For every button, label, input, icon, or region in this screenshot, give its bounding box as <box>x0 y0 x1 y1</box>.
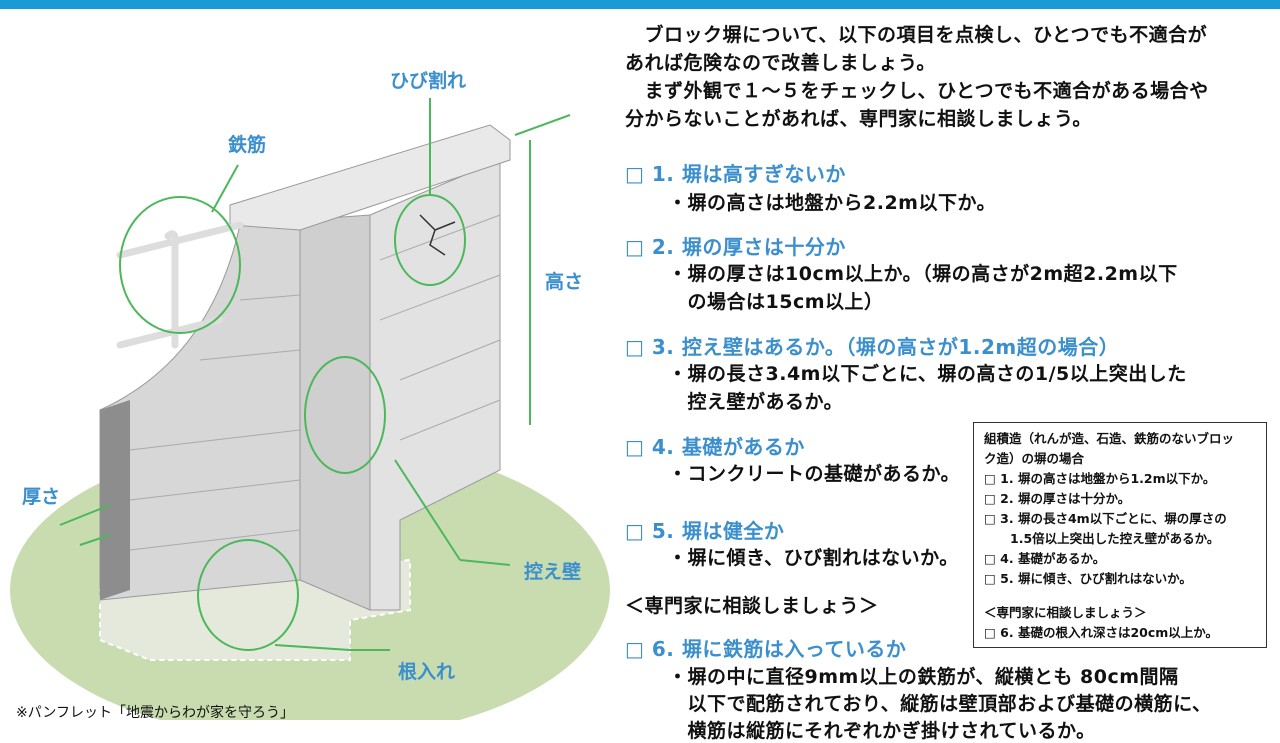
wall-edge <box>100 400 130 600</box>
label-buttress: 控え壁 <box>524 561 582 583</box>
item-2-text: の場合は15cm以上） <box>668 291 884 313</box>
item-5-text: ・塀に傾き、ひび割れはないか。 <box>668 547 959 569</box>
item-1-text: ・塀の高さは地盤から2.2m以下か。 <box>668 192 997 214</box>
label-embedment: 根入れ <box>398 661 456 683</box>
box-item: 1.5倍以上突出した控え壁があるか。 <box>1010 531 1220 546</box>
item-6-heading: □ 6. 塀に鉄筋は入っているか <box>625 637 907 661</box>
box-item: □ 5. 塀に傾き、ひび割れはないか。 <box>984 571 1192 586</box>
item-1-heading: □ 1. 塀は高すぎないか <box>625 162 846 186</box>
footnote: ※パンフレット「地震からわが家を守ろう」 <box>16 705 295 721</box>
box-title: ク造）の塀の場合 <box>984 451 1085 466</box>
box-item-6: □ 6. 基礎の根入れ深さは20cm以上か。 <box>984 625 1219 640</box>
box-title: 組積造（れんが造、石造、鉄筋のないブロッ <box>984 431 1235 446</box>
item-4-text: ・コンクリートの基礎があるか。 <box>668 463 961 485</box>
item-5-heading: □ 5. 塀は健全か <box>625 519 785 543</box>
box-item: □ 3. 塀の長さ4m以下ごとに、塀の厚さの <box>984 511 1227 526</box>
block-wall-illustration <box>10 98 610 720</box>
label-thickness: 厚さ <box>22 486 61 508</box>
item-6-text: ・塀の中に直径9mm以上の鉄筋が、縦横とも 80cm間隔 <box>668 666 1179 688</box>
label-height: 高さ <box>545 271 584 293</box>
rebar-circle <box>119 196 241 334</box>
item-3-text: ・塀の長さ3.4m以下ごとに、塀の高さの1/5以上突出した <box>668 363 1187 385</box>
intro-line: 分からないことがあれば、専門家に相談しましょう。 <box>625 108 1092 130</box>
intro-line: まず外観で１～５をチェックし、ひとつでも不適合がある場合や <box>625 80 1209 102</box>
item-4-heading: □ 4. 基礎があるか <box>625 435 805 459</box>
top-accent-bar <box>0 0 1280 9</box>
crack-mark <box>419 214 456 256</box>
item-2-heading: □ 2. 塀の厚さは十分か <box>625 235 846 259</box>
label-crack: ひび割れ <box>390 70 467 92</box>
box-consult: ＜専門家に相談しましょう＞ <box>984 605 1147 620</box>
box-item: □ 4. 基礎があるか。 <box>984 551 1106 566</box>
consult-heading: ＜専門家に相談しましょう＞ <box>625 595 879 617</box>
intro-line: ブロック塀について、以下の項目を点検し、ひとつでも不適合が <box>625 24 1208 46</box>
item-6-text: 横筋は縦筋にそれぞれかぎ掛けされているか。 <box>668 720 1096 742</box>
buttress <box>299 214 371 611</box>
masonry-wall-checklist-box: 組積造（れんが造、石造、鉄筋のないブロッ ク造）の塀の場合 □ 1. 塀の高さは… <box>973 422 1267 648</box>
box-item: □ 2. 塀の厚さは十分か。 <box>984 491 1131 506</box>
box-item: □ 1. 塀の高さは地盤から1.2m以下か。 <box>984 471 1216 486</box>
embedment-circle <box>197 539 299 651</box>
item-6-text: 以下で配筋されており、縦筋は壁頂部および基礎の横筋に、 <box>668 693 1212 715</box>
buttress-circle <box>304 356 386 474</box>
item-2-text: ・塀の厚さは10cm以上か。（塀の高さが2m超2.2m以下 <box>668 263 1178 285</box>
item-3-text: 控え壁があるか。 <box>668 391 844 413</box>
label-rebar: 鉄筋 <box>228 134 267 156</box>
intro-line: あれば危険なので改善しましょう。 <box>625 52 936 74</box>
item-3-heading: □ 3. 控え壁はあるか。（塀の高さが1.2m超の場合） <box>625 335 1120 359</box>
